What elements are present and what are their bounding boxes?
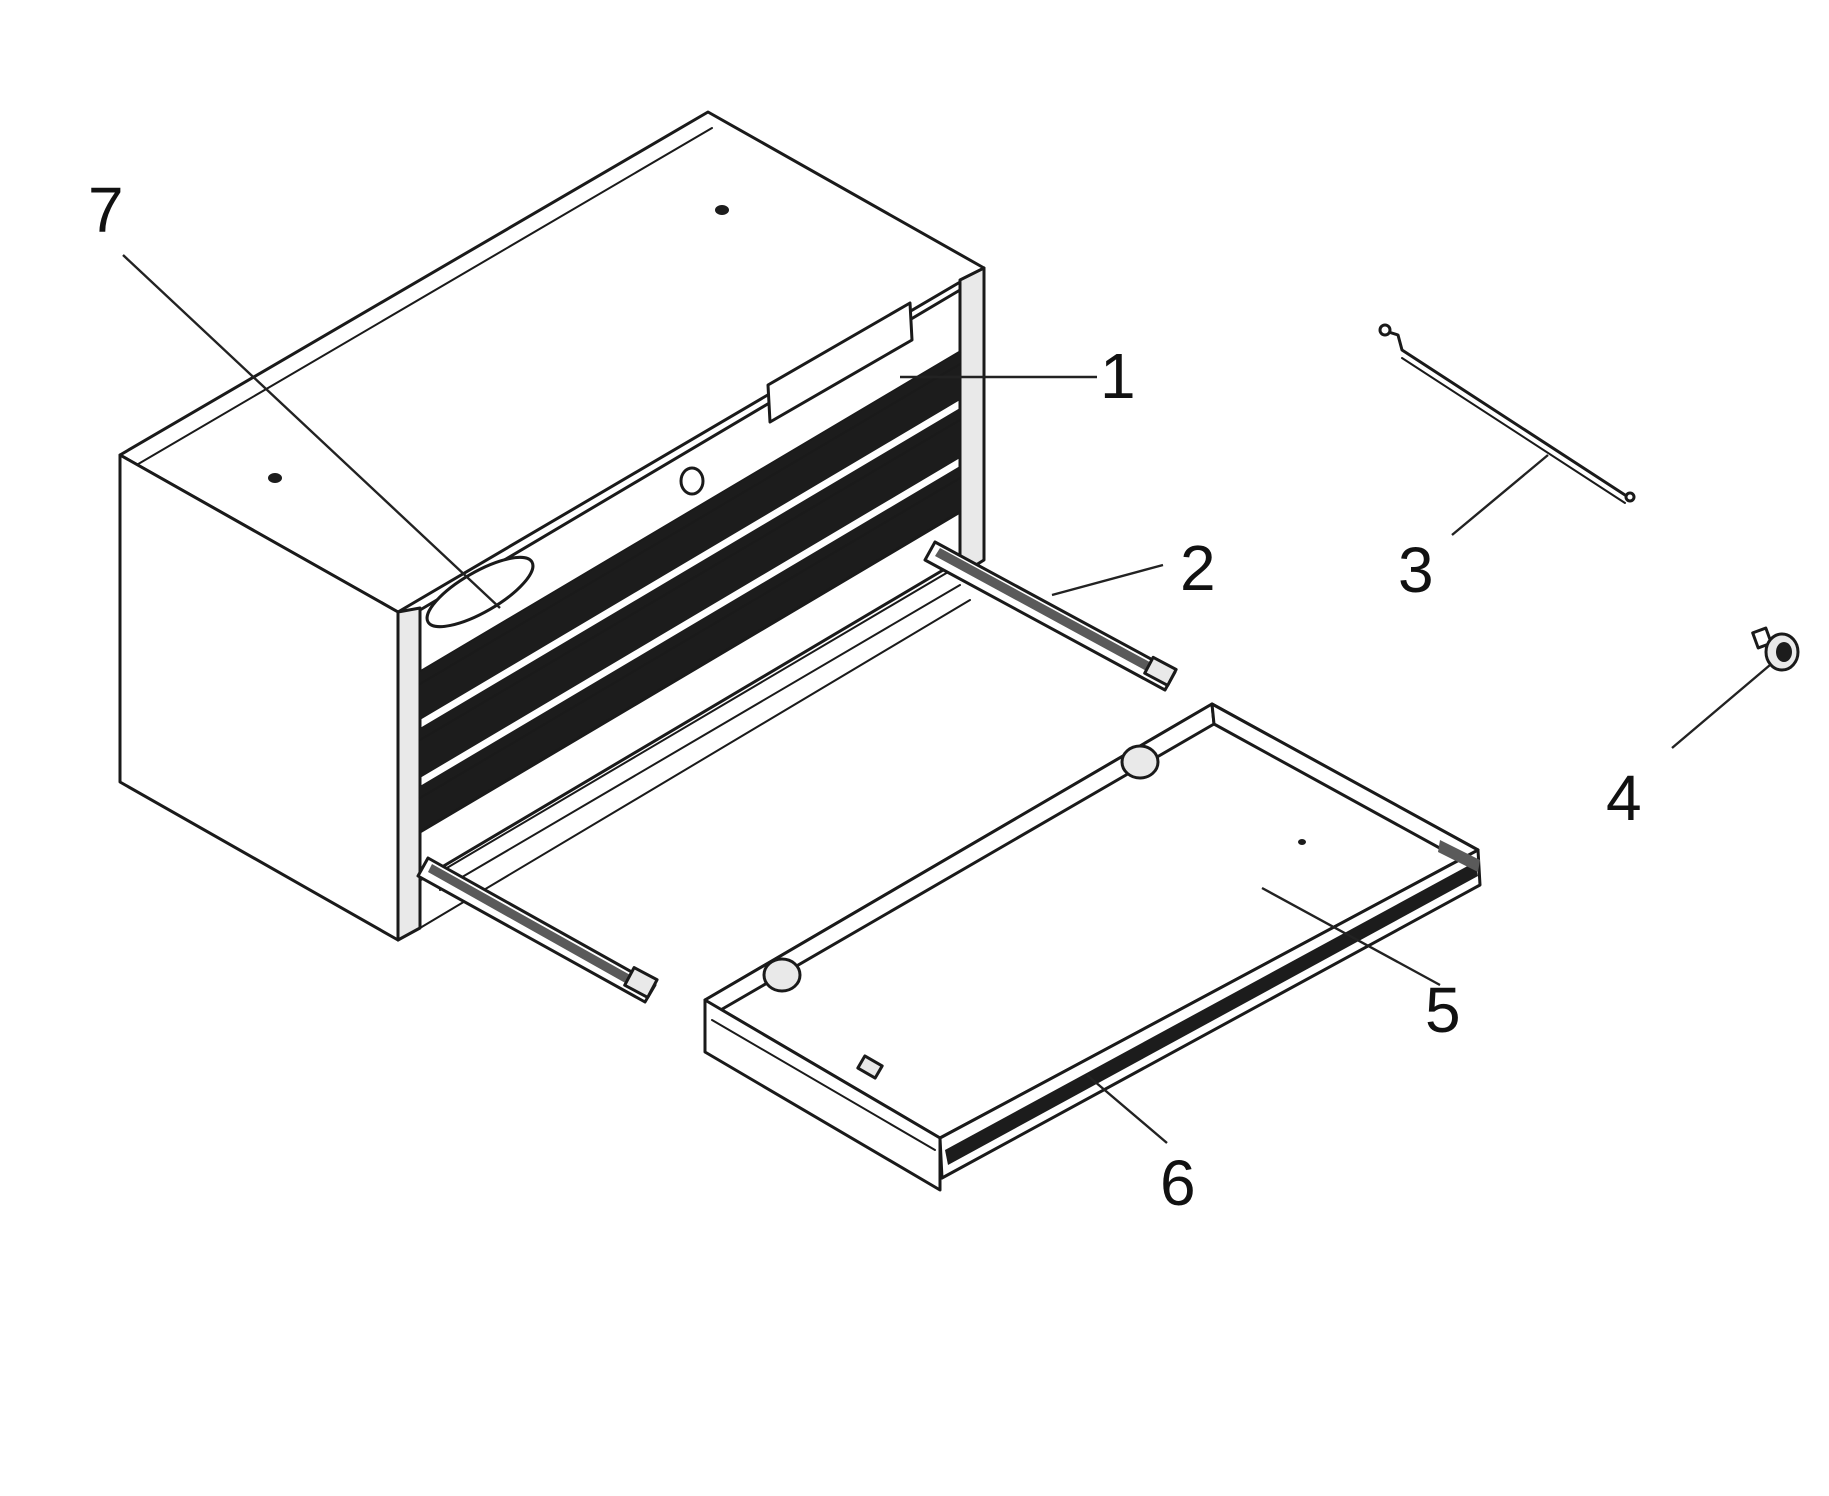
label-part-2: 2 (1180, 532, 1216, 604)
leader-line-4 (1671, 664, 1771, 749)
lock-rod (1378, 323, 1636, 504)
label-part-3: 3 (1398, 534, 1434, 606)
label-part-6: 6 (1160, 1147, 1196, 1219)
handle-recess (766, 301, 914, 424)
label-part-5: 5 (1425, 974, 1461, 1046)
label-part-1: 1 (1100, 340, 1136, 412)
lock-icon (679, 466, 705, 496)
drawer-side-slide (945, 862, 1478, 1165)
leader-line-7 (122, 254, 501, 609)
part-number-labels: 1 2 3 4 5 6 7 (88, 174, 1642, 1219)
leader-line-5 (1261, 886, 1441, 987)
leader-line-3 (1451, 454, 1549, 536)
label-part-4: 4 (1606, 762, 1642, 834)
drawer-clip (1120, 744, 1160, 780)
drawer-clip (762, 957, 802, 993)
cabinet-front-frame-right (958, 266, 986, 577)
label-part-7: 7 (88, 174, 124, 246)
drawer-slide-left (416, 856, 659, 1004)
cabinet-front-frame-left (396, 606, 422, 942)
drawer-assembly (703, 702, 1482, 1192)
top-mount-hole (268, 473, 282, 483)
lock-knob (1751, 626, 1800, 672)
cabinet-body (118, 110, 986, 942)
drawer-slide-right (923, 540, 1178, 692)
leader-lines (122, 254, 1771, 1144)
drawer-front-face (703, 998, 942, 1192)
leader-line-6 (1086, 1074, 1168, 1144)
leader-line-2 (1051, 563, 1164, 597)
badge-plate-icon (425, 555, 535, 629)
top-mount-hole (715, 205, 729, 215)
